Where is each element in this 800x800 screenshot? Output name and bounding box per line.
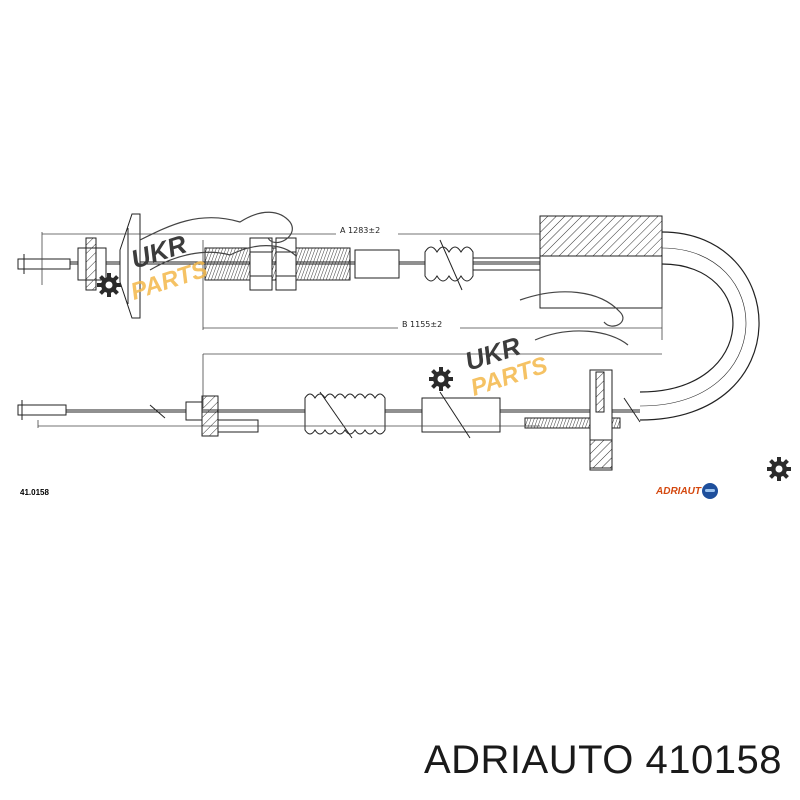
- gear-icon: [429, 367, 453, 391]
- gear-icon: [97, 273, 121, 297]
- brand-logo-text: ADRIAUT: [656, 485, 701, 497]
- upper-cable-assembly: [17, 213, 760, 421]
- watermark-scribble: [139, 211, 629, 346]
- adriauto-logo: ADRIAUT: [656, 483, 718, 499]
- lower-cable-assembly: [17, 369, 641, 471]
- dimension-a-label: A 1283±2: [340, 226, 380, 235]
- product-caption: ADRIAUTO 410158: [423, 738, 782, 782]
- dimension-b-label: B 1155±2: [402, 320, 442, 329]
- brand-globe-icon: [702, 483, 718, 499]
- part-number-label: 41.0158: [20, 488, 49, 497]
- gear-icon: [767, 457, 791, 481]
